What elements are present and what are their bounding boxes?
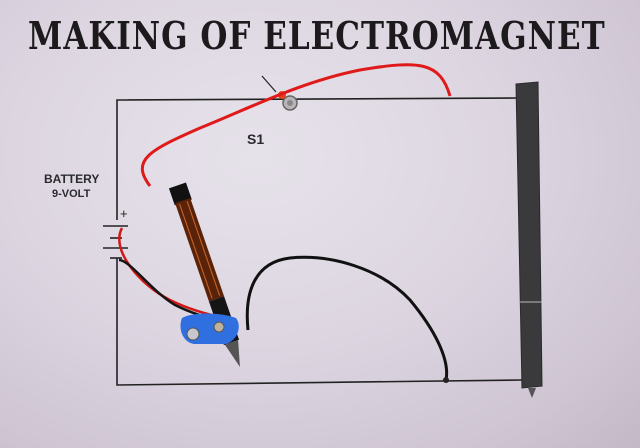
black-wire <box>245 255 449 381</box>
battery-label: BATTERY <box>44 172 100 186</box>
circuit-lines <box>116 97 523 386</box>
battery-clip <box>180 313 239 344</box>
switch-label: S1 <box>247 131 265 147</box>
plus-sign: + <box>120 206 128 221</box>
page-title: MAKING OF ELECTROMAGNET <box>28 14 606 59</box>
battery-symbol <box>103 225 128 259</box>
iron-rod <box>515 81 543 398</box>
voltage-label: 9-VOLT <box>52 188 91 200</box>
red-wire <box>140 63 452 187</box>
switch-s1[interactable] <box>261 75 298 111</box>
